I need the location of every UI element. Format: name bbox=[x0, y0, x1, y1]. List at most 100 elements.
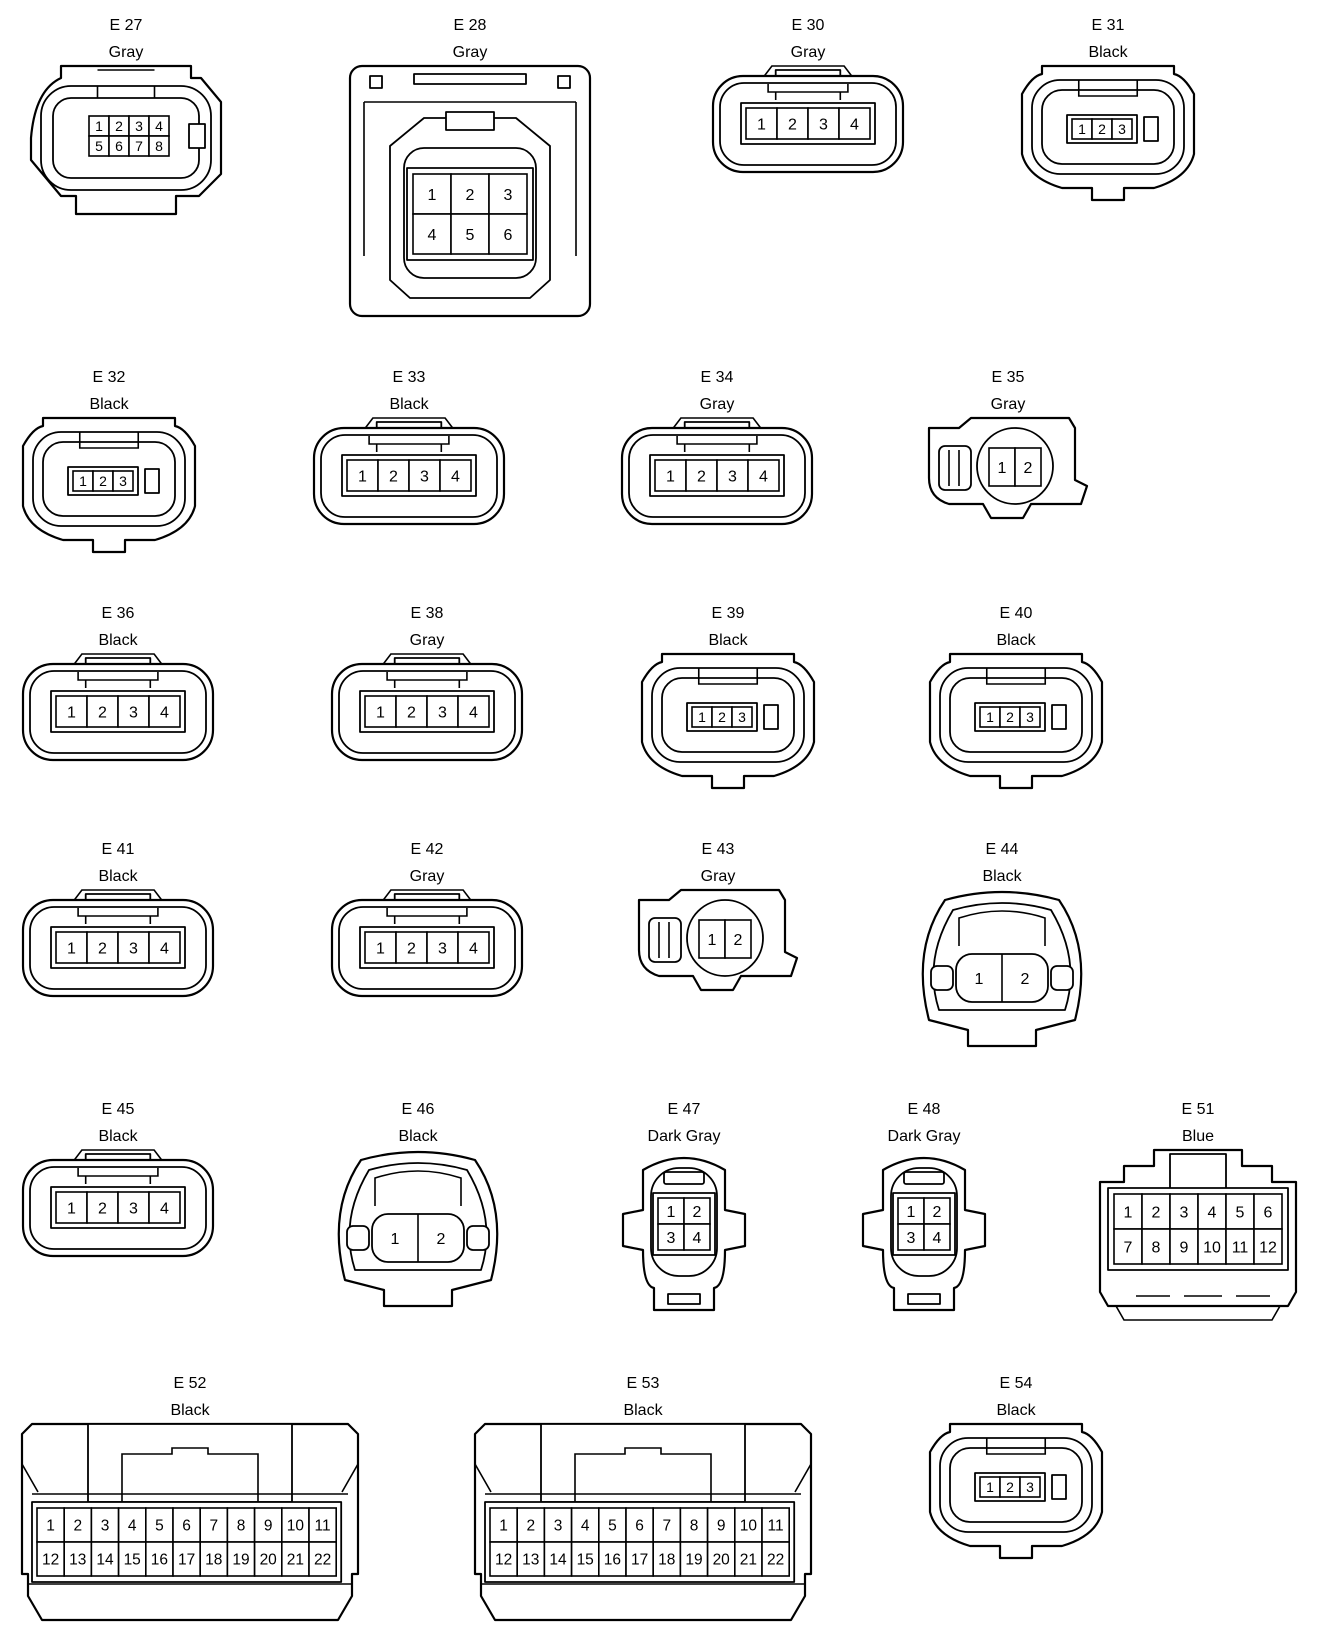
pin-cell bbox=[226, 1507, 256, 1543]
connector-color-label: Black bbox=[98, 1128, 138, 1145]
connector-color-label: Black bbox=[398, 1128, 438, 1145]
pin-number: 1 bbox=[428, 187, 437, 204]
pin-cell bbox=[439, 459, 472, 492]
pin-cell bbox=[450, 173, 490, 215]
pin-cell bbox=[1253, 1228, 1283, 1265]
pin-cell bbox=[426, 695, 459, 728]
pin-number: 7 bbox=[1124, 1239, 1133, 1256]
pin-number: 6 bbox=[115, 138, 123, 154]
pin-cell bbox=[117, 931, 150, 964]
pin-cell bbox=[1014, 447, 1042, 487]
pin-number: 2 bbox=[98, 940, 107, 957]
pin-number: 18 bbox=[658, 1552, 675, 1569]
connector-color-label: Gray bbox=[109, 44, 144, 61]
pin-number: 11 bbox=[768, 1518, 784, 1535]
pin-number: 4 bbox=[451, 468, 460, 485]
pin-number: 17 bbox=[631, 1552, 648, 1569]
pin-number: 1 bbox=[46, 1518, 55, 1535]
pin-number: 4 bbox=[759, 468, 768, 485]
connector-id-label: E 45 bbox=[102, 1101, 135, 1118]
pin-number: 4 bbox=[428, 227, 437, 244]
pin-cell bbox=[1019, 1476, 1041, 1498]
pin-cell bbox=[897, 1197, 925, 1225]
pin-number: 3 bbox=[129, 704, 138, 721]
pin-number: 10 bbox=[1203, 1239, 1221, 1256]
pin-cell bbox=[117, 1191, 150, 1224]
pin-cell bbox=[807, 107, 840, 140]
pin-number: 14 bbox=[96, 1552, 114, 1569]
pin-number: 2 bbox=[1152, 1204, 1161, 1221]
pin-cell bbox=[1197, 1193, 1227, 1230]
pin-number: 16 bbox=[604, 1552, 621, 1569]
connector-id-label: E 54 bbox=[1000, 1375, 1033, 1392]
pin-cell bbox=[308, 1507, 338, 1543]
pin-cell bbox=[172, 1507, 202, 1543]
pin-cell bbox=[412, 173, 452, 215]
pin-number: 2 bbox=[788, 116, 797, 133]
connector-id-label: E 34 bbox=[701, 369, 734, 386]
pin-cell bbox=[346, 459, 379, 492]
pin-cell bbox=[199, 1507, 229, 1543]
connector-id-label: E 44 bbox=[986, 841, 1019, 858]
pin-cell bbox=[683, 1223, 711, 1251]
pin-number: 5 bbox=[466, 227, 475, 244]
connector-color-label: Black bbox=[996, 632, 1036, 649]
pin-cell bbox=[724, 919, 752, 959]
pin-number: 3 bbox=[101, 1518, 110, 1535]
connector-id-label: E 32 bbox=[93, 369, 126, 386]
pin-cell bbox=[1141, 1193, 1171, 1230]
pin-number: 1 bbox=[975, 971, 984, 988]
connector-color-label: Black bbox=[170, 1402, 210, 1419]
pin-number: 6 bbox=[635, 1518, 644, 1535]
pin-cell bbox=[731, 706, 753, 728]
pin-number: 2 bbox=[99, 473, 107, 489]
pin-number: 8 bbox=[1152, 1239, 1161, 1256]
pin-number: 4 bbox=[469, 940, 478, 957]
pin-number: 1 bbox=[67, 1200, 76, 1217]
pin-number: 9 bbox=[717, 1518, 726, 1535]
pin-number: 11 bbox=[315, 1518, 331, 1535]
pin-number: 2 bbox=[718, 709, 726, 725]
pin-number: 5 bbox=[608, 1518, 617, 1535]
pin-number: 4 bbox=[155, 118, 163, 134]
pin-number: 5 bbox=[155, 1518, 164, 1535]
pin-number: 1 bbox=[1078, 121, 1086, 137]
pin-cell bbox=[86, 695, 119, 728]
pin-number: 2 bbox=[697, 468, 706, 485]
pin-number: 1 bbox=[998, 460, 1007, 477]
connector-id-label: E 33 bbox=[393, 369, 426, 386]
connector-id-label: E 40 bbox=[1000, 605, 1033, 622]
pin-number: 2 bbox=[1006, 709, 1014, 725]
pin-number: 1 bbox=[666, 468, 675, 485]
pin-cell bbox=[364, 695, 397, 728]
connector-color-label: Black bbox=[89, 396, 129, 413]
pin-number: 1 bbox=[757, 116, 766, 133]
pin-cell bbox=[543, 1507, 573, 1543]
pin-cell bbox=[172, 1541, 202, 1577]
pin-cell bbox=[1169, 1193, 1199, 1230]
connector-id-label: E 47 bbox=[668, 1101, 701, 1118]
pin-number: 6 bbox=[1264, 1204, 1273, 1221]
pin-number: 4 bbox=[469, 704, 478, 721]
pin-cell bbox=[1111, 118, 1133, 140]
pin-number: 3 bbox=[438, 940, 447, 957]
pin-number: 13 bbox=[522, 1552, 539, 1569]
pin-cell bbox=[117, 1541, 147, 1577]
pin-number: 5 bbox=[1236, 1204, 1245, 1221]
pin-number: 12 bbox=[1259, 1239, 1277, 1256]
pin-number: 1 bbox=[67, 704, 76, 721]
connector-id-label: E 52 bbox=[174, 1375, 207, 1392]
pin-number: 12 bbox=[42, 1552, 59, 1569]
pin-number: 1 bbox=[986, 709, 994, 725]
pin-cell bbox=[570, 1541, 600, 1577]
connector-color-label: Gray bbox=[701, 868, 736, 885]
pin-cell bbox=[148, 931, 181, 964]
pin-cell bbox=[761, 1541, 791, 1577]
